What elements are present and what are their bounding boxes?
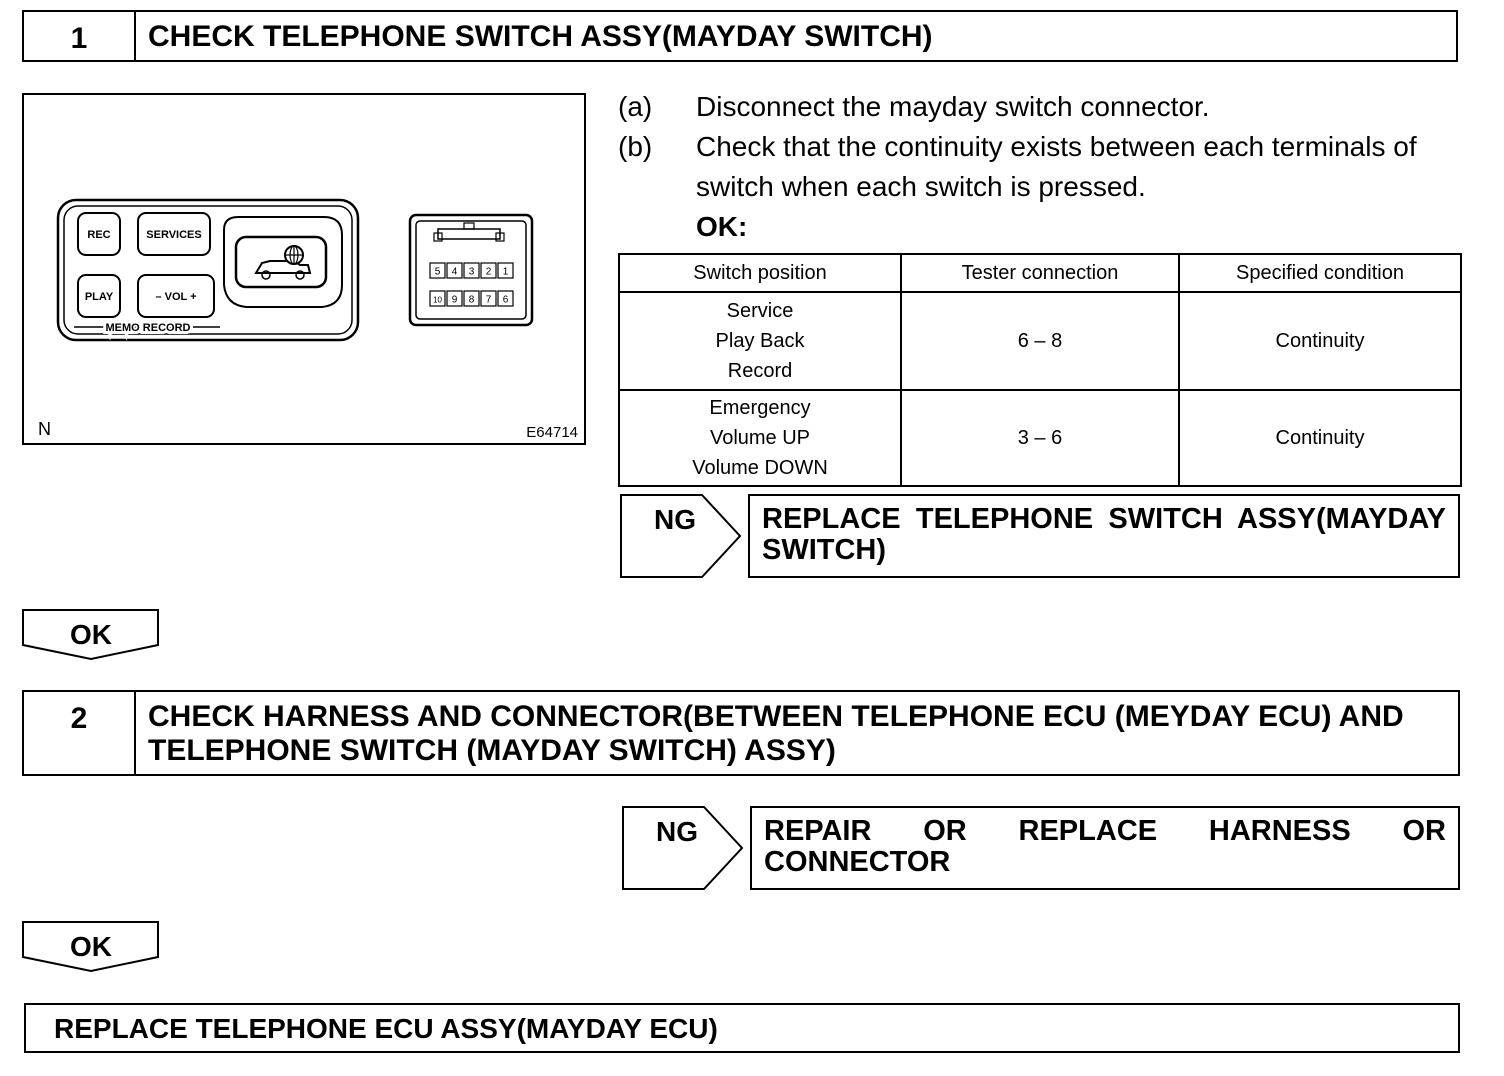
step-number: 2 <box>24 692 136 774</box>
ok-criteria-label: OK: <box>696 211 748 242</box>
connector-pin-label: 7 <box>486 295 492 306</box>
step-1-ok-button[interactable]: OK <box>22 609 160 661</box>
column-header: Switch position <box>618 253 902 293</box>
connector-pin-label: 4 <box>452 267 458 278</box>
services-button-label: SERVICES <box>146 229 201 241</box>
ok-label: OK <box>70 931 112 962</box>
figure-id: E64714 <box>526 424 578 441</box>
specified-condition-cell: Continuity <box>1178 291 1462 391</box>
connector-pin <box>480 290 497 307</box>
instruction-text: Disconnect the mayday switch connector. <box>696 91 1210 122</box>
connector-pin <box>497 290 514 307</box>
ok-arrow-shape <box>22 609 159 661</box>
connector-pin-label: 10 <box>433 296 442 305</box>
ng-action: REPAIR OR REPLACE HARNESS OR CONNECTOR <box>750 806 1460 890</box>
rec-button-label: REC <box>87 229 110 241</box>
instruction-label: (a) <box>618 91 653 122</box>
connector-pin-label: 9 <box>452 295 458 306</box>
step-1-header: 1 CHECK TELEPHONE SWITCH ASSY(MAYDAY SWI… <box>22 10 1458 62</box>
table-row: Emergency Volume UP Volume DOWN 3 – 6 Co… <box>618 389 1462 487</box>
connector-pin <box>480 262 497 279</box>
switch-position: Play Back <box>715 330 805 352</box>
ng-tag-label: NG <box>656 816 698 847</box>
ok-label: OK <box>70 619 112 650</box>
column-header: Specified condition <box>1178 253 1462 293</box>
step-title: CHECK TELEPHONE SWITCH ASSY(MAYDAY SWITC… <box>148 20 933 53</box>
connector-pin-label: 6 <box>503 295 509 306</box>
tester-connection-cell: 3 – 6 <box>900 389 1180 487</box>
specified-condition-cell: Continuity <box>1178 389 1462 487</box>
tester-connection-cell: 6 – 8 <box>900 291 1180 391</box>
ng-tag[interactable]: NG <box>622 806 744 890</box>
connector-pin <box>446 290 463 307</box>
mayday-switch-illustration: REC SERVICES PLAY – VOL + MEMO RECORD <box>38 198 578 441</box>
connector-pin-label: 8 <box>469 295 475 306</box>
switch-position: Volume UP <box>709 427 811 449</box>
switch-figure: REC SERVICES PLAY – VOL + MEMO RECORD <box>22 93 586 445</box>
instruction-b: (b) Check that the continuity exists bet… <box>618 127 1464 207</box>
connector-pin <box>429 262 446 279</box>
continuity-table: Switch position Tester connection Specif… <box>618 253 1462 487</box>
ng-action: REPLACE TELEPHONE SWITCH ASSY(MAYDAY SWI… <box>748 494 1460 578</box>
switch-position-cell: Emergency Volume UP Volume DOWN <box>618 389 902 487</box>
connector-pin-label: 1 <box>503 267 509 278</box>
final-action: REPLACE TELEPHONE ECU ASSY(MAYDAY ECU) <box>24 1003 1460 1053</box>
ok-arrow-shape <box>22 921 159 973</box>
instructions: (a) Disconnect the mayday switch connect… <box>618 87 1464 247</box>
instruction-label: (b) <box>618 131 653 162</box>
column-header: Tester connection <box>900 253 1180 293</box>
connector-pin-label: 5 <box>435 267 441 278</box>
step-2-ng-result: NG REPAIR OR REPLACE HARNESS OR CONNECTO… <box>622 806 1460 890</box>
switch-position: Volume DOWN <box>692 457 828 479</box>
connector-pin <box>446 262 463 279</box>
ng-tag[interactable]: NG <box>620 494 742 578</box>
step-title: CHECK HARNESS AND CONNECTOR(BETWEEN TELE… <box>148 700 1404 767</box>
switch-position: Service <box>726 300 794 322</box>
instruction-a: (a) Disconnect the mayday switch connect… <box>618 87 1464 127</box>
figure-corner-label: N <box>38 419 51 439</box>
ng-arrow-shape <box>622 806 744 890</box>
connector-pin-label: 3 <box>469 267 475 278</box>
play-button-label: PLAY <box>85 291 114 303</box>
ng-tag-label: NG <box>654 504 696 535</box>
car-globe-icon <box>254 245 312 280</box>
connector-pin <box>463 262 480 279</box>
table-row: Service Play Back Record 6 – 8 Continuit… <box>618 291 1462 391</box>
connector-pin <box>497 262 514 279</box>
instruction-text: Check that the continuity exists between… <box>696 131 1417 202</box>
panel-caption: MEMO RECORD <box>106 322 191 334</box>
step-1-ng-result: NG REPLACE TELEPHONE SWITCH ASSY(MAYDAY … <box>620 494 1460 578</box>
switch-position-cell: Service Play Back Record <box>618 291 902 391</box>
ng-arrow-shape <box>620 494 742 578</box>
table-header-row: Switch position Tester connection Specif… <box>618 253 1462 293</box>
step-number: 1 <box>24 12 136 60</box>
vol-button-label: – VOL + <box>155 291 196 303</box>
switch-position: Record <box>727 360 793 382</box>
step-2-header: 2 CHECK HARNESS AND CONNECTOR(BETWEEN TE… <box>22 690 1460 776</box>
switch-position: Emergency <box>709 397 811 419</box>
connector-pin <box>429 290 446 307</box>
connector-pin <box>463 290 480 307</box>
connector-pin-label: 2 <box>486 267 492 278</box>
step-2-ok-button[interactable]: OK <box>22 921 160 973</box>
